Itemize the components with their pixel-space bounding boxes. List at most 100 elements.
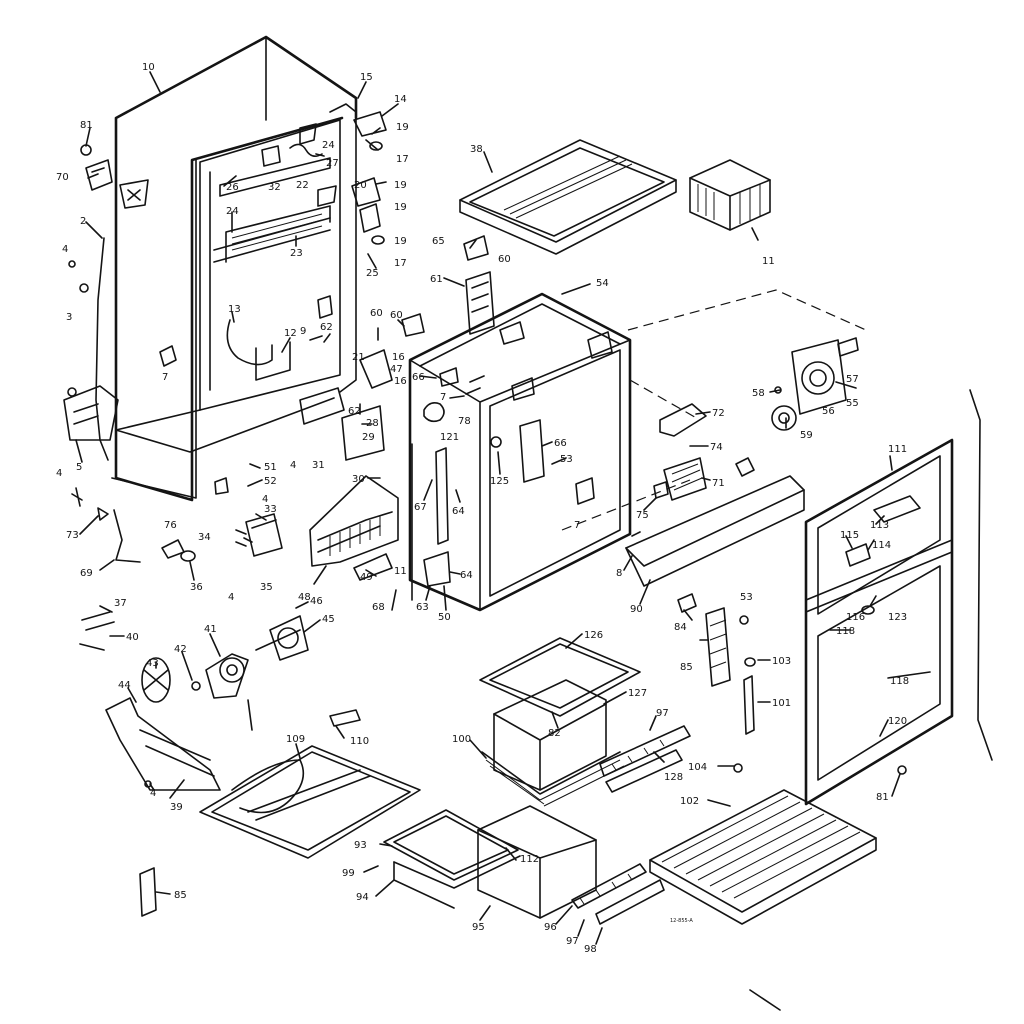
part-label: 4 xyxy=(262,494,268,505)
part-label: 126 xyxy=(584,630,603,641)
part-label: 42 xyxy=(174,644,187,655)
part-label: 43 xyxy=(146,658,159,669)
part-label: 50 xyxy=(438,612,451,623)
part-label: 118 xyxy=(836,626,855,637)
part-label: 110 xyxy=(350,736,369,747)
part-label: 39 xyxy=(170,802,183,813)
part-label: 34 xyxy=(198,532,211,543)
part-label: 31 xyxy=(312,460,325,471)
part-label: 19 xyxy=(394,202,407,213)
part-label: 15 xyxy=(360,72,373,83)
part-label: 85 xyxy=(174,890,187,901)
inner-brackets xyxy=(226,111,425,461)
part-label: 121 xyxy=(440,432,459,443)
part-label: 97 xyxy=(656,708,669,719)
part-label: 57 xyxy=(846,374,859,385)
part-label: 60 xyxy=(390,310,403,321)
part-label: 90 xyxy=(630,604,643,615)
part-label: 101 xyxy=(772,698,791,709)
part-label: 7 xyxy=(574,520,580,531)
part-label: 78 xyxy=(458,416,471,427)
part-label: 10 xyxy=(142,62,155,73)
ice-tray xyxy=(459,139,677,255)
part-label: 38 xyxy=(470,144,483,155)
part-label: 19 xyxy=(394,180,407,191)
part-label: 66 xyxy=(554,438,567,449)
part-label: 44 xyxy=(118,680,131,691)
part-label: 46 xyxy=(310,596,323,607)
part-label: 75 xyxy=(636,510,649,521)
part-label: 51 xyxy=(264,462,277,473)
part-label: 103 xyxy=(772,656,791,667)
part-label: 111 xyxy=(888,444,907,455)
crisper-cover-and-pan xyxy=(479,637,691,807)
part-label: 55 xyxy=(846,398,859,409)
part-label: 45 xyxy=(322,614,335,625)
part-label: 76 xyxy=(164,520,177,531)
part-label: 116 xyxy=(846,612,865,623)
ice-bucket xyxy=(689,159,771,231)
part-label: 2 xyxy=(80,216,86,227)
part-label: 23 xyxy=(290,248,303,259)
part-label: 99 xyxy=(342,868,355,879)
part-label: 95 xyxy=(472,922,485,933)
part-label: 82 xyxy=(548,728,561,739)
part-label: 3 xyxy=(66,312,72,323)
drawing-code: 12-855-A xyxy=(670,918,693,924)
part-label: 4 xyxy=(290,460,296,471)
part-label: 120 xyxy=(888,716,907,727)
part-label: 85 xyxy=(680,662,693,673)
part-label: 19 xyxy=(396,122,409,133)
part-label: 100 xyxy=(452,734,471,745)
part-label: 109 xyxy=(286,734,305,745)
part-label: 96 xyxy=(544,922,557,933)
freezer-liner xyxy=(408,289,867,612)
part-label: 104 xyxy=(688,762,707,773)
part-label: 127 xyxy=(628,688,647,699)
part-label: 27 xyxy=(326,158,339,169)
part-label: 58 xyxy=(752,388,765,399)
machine-parts xyxy=(79,475,399,791)
part-label: 97 xyxy=(566,936,579,947)
part-label: 115 xyxy=(840,530,859,541)
part-label: 33 xyxy=(264,504,277,515)
part-label: 53 xyxy=(560,454,573,465)
bottom-crispers xyxy=(139,805,665,925)
part-label: 20 xyxy=(354,180,367,191)
part-label: 71 xyxy=(712,478,725,489)
part-label: 60 xyxy=(370,308,383,319)
drain-pan xyxy=(199,709,421,859)
part-label: 11 xyxy=(394,566,407,577)
part-label: 113 xyxy=(870,520,889,531)
part-label: 4 xyxy=(62,244,68,255)
evap-cover-parts xyxy=(625,403,805,587)
part-label: 59 xyxy=(800,430,813,441)
wire-shelf xyxy=(649,789,877,925)
part-label: 7 xyxy=(440,392,446,403)
part-label: 35 xyxy=(260,582,273,593)
part-label: 81 xyxy=(80,120,93,131)
part-label: 61 xyxy=(430,274,443,285)
part-label: 11 xyxy=(762,256,775,267)
part-label: 65 xyxy=(432,236,445,247)
part-label: 118 xyxy=(890,676,909,687)
door-gasket-frame xyxy=(804,438,954,806)
part-label: 7 xyxy=(162,372,168,383)
part-label: 102 xyxy=(680,796,699,807)
part-label: 64 xyxy=(460,570,473,581)
part-label: 62 xyxy=(348,406,361,417)
part-label: 63 xyxy=(416,602,429,613)
part-label: 14 xyxy=(394,94,407,105)
part-label: 125 xyxy=(490,476,509,487)
part-label: 5 xyxy=(76,462,82,473)
page-edge-line xyxy=(969,389,993,761)
fan-assembly xyxy=(771,337,859,431)
part-label: 70 xyxy=(56,172,69,183)
part-label: 17 xyxy=(394,258,407,269)
part-label: 17 xyxy=(396,154,409,165)
part-label: 53 xyxy=(740,592,753,603)
part-label: 26 xyxy=(226,182,239,193)
part-label: 123 xyxy=(888,612,907,623)
part-label: 19 xyxy=(394,236,407,247)
